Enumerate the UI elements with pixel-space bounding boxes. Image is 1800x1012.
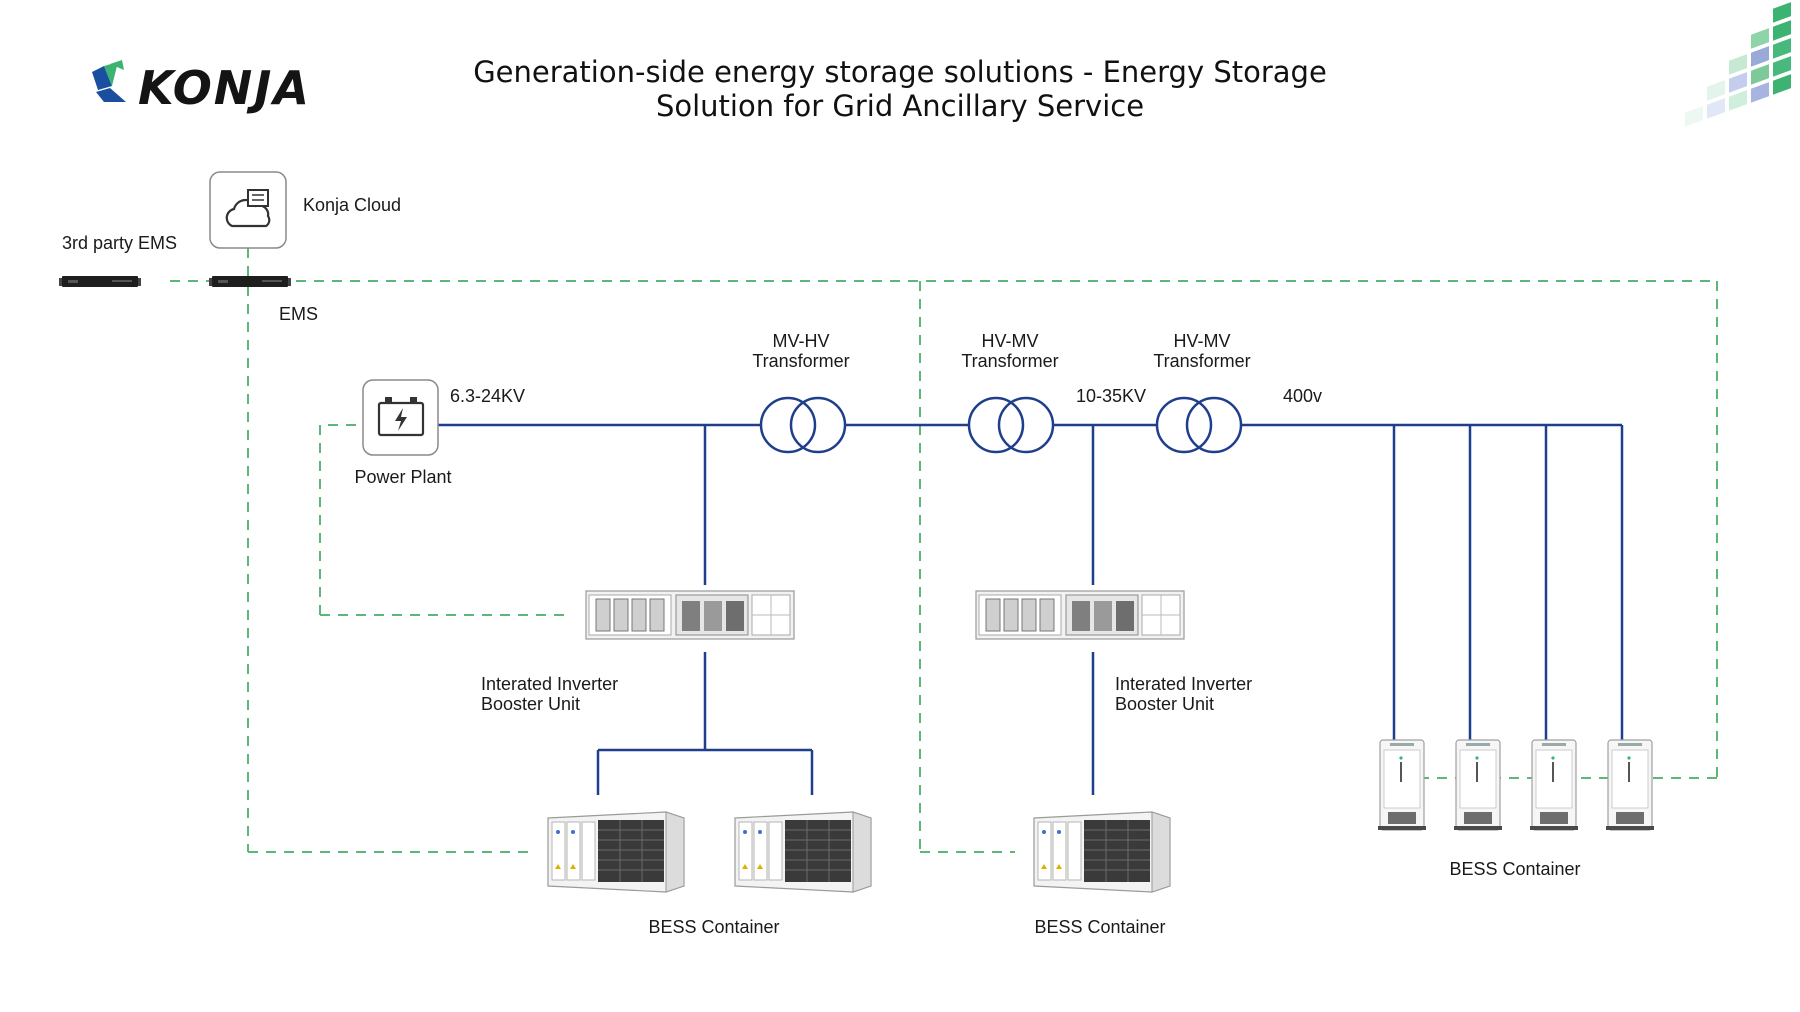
konja-logo bbox=[92, 60, 126, 102]
hv-mv-transformer-1-label-2: Transformer bbox=[961, 351, 1058, 371]
inverter-right-label-1: Interated Inverter bbox=[1115, 674, 1252, 694]
third-party-ems-label: 3rd party EMS bbox=[62, 233, 177, 253]
cloud-server-icon bbox=[209, 171, 287, 249]
brand-name: KONJA bbox=[138, 61, 311, 115]
ems-rack-icon bbox=[209, 276, 291, 287]
power-lines bbox=[438, 423, 1624, 795]
bess-container-mid-image bbox=[1033, 811, 1171, 893]
bess-cabinet-1-image bbox=[1377, 739, 1427, 831]
decorative-mosaic-icon bbox=[1685, 2, 1791, 127]
mv-hv-transformer-label-2: Transformer bbox=[752, 351, 849, 371]
bess-cabinet-2-image bbox=[1453, 739, 1503, 831]
inverter-left-label-1: Interated Inverter bbox=[481, 674, 618, 694]
third-party-ems-rack-icon bbox=[59, 276, 141, 287]
hv-mv-transformer-1-label-1: HV-MV bbox=[981, 331, 1038, 351]
inverter-left-image bbox=[585, 590, 795, 640]
bess-container-left-2-image bbox=[734, 811, 872, 893]
mv-hv-transformer-icon bbox=[759, 396, 847, 454]
voltage-label-mid: 10-35KV bbox=[1076, 386, 1146, 406]
communication-lines bbox=[170, 248, 1718, 853]
bess-right-label: BESS Container bbox=[1449, 859, 1580, 879]
title-line-2: Solution for Grid Ancillary Service bbox=[656, 89, 1144, 123]
bess-cabinet-4-image bbox=[1605, 739, 1655, 831]
hv-mv-transformer-2-label-2: Transformer bbox=[1153, 351, 1250, 371]
ems-label: EMS bbox=[279, 304, 318, 324]
title-line-1: Generation-side energy storage solutions… bbox=[473, 55, 1327, 89]
bess-cabinet-3-image bbox=[1529, 739, 1579, 831]
voltage-label-low: 400v bbox=[1283, 386, 1322, 406]
battery-bolt-icon bbox=[362, 379, 439, 456]
hv-mv-transformer-2-label-1: HV-MV bbox=[1173, 331, 1230, 351]
bess-left-label: BESS Container bbox=[648, 917, 779, 937]
konja-cloud-label: Konja Cloud bbox=[303, 195, 401, 215]
power-plant-label: Power Plant bbox=[354, 467, 451, 487]
voltage-label-plant: 6.3-24KV bbox=[450, 386, 525, 406]
inverter-left-label-2: Booster Unit bbox=[481, 694, 580, 714]
mv-hv-transformer-label-1: MV-HV bbox=[772, 331, 829, 351]
bess-mid-label: BESS Container bbox=[1034, 917, 1165, 937]
inverter-right-image bbox=[975, 590, 1185, 640]
hv-mv-transformer-2-icon bbox=[1155, 396, 1243, 454]
bess-container-left-1-image bbox=[547, 811, 685, 893]
inverter-right-label-2: Booster Unit bbox=[1115, 694, 1214, 714]
hv-mv-transformer-1-icon bbox=[967, 396, 1055, 454]
